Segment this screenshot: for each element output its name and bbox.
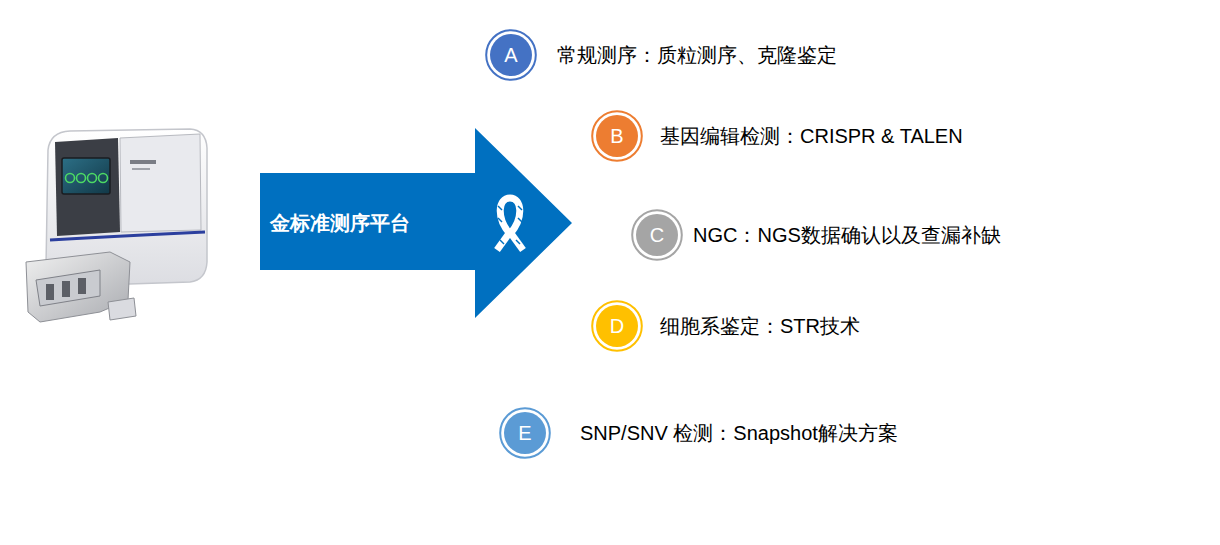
badge-circle: D	[591, 300, 643, 352]
category-badge: C NGC：NGS数据确认以及查漏补缺	[631, 209, 1007, 261]
logo-mark	[130, 160, 156, 164]
tray-part	[78, 278, 86, 294]
badge-letter: C	[650, 224, 664, 247]
badge-ring	[592, 301, 642, 351]
touch-screen	[62, 158, 110, 194]
ribbon-loop	[500, 198, 520, 234]
screen-icon	[99, 174, 108, 183]
dna-rung	[498, 206, 502, 210]
category-badge: B 基因编辑检测：CRISPR & TALEN	[591, 110, 969, 162]
category-badge: E SNP/SNV 检测：Snapshot解决方案	[499, 407, 904, 459]
screen-icon	[88, 174, 97, 183]
category-description: 常规测序：质粒测序、克隆鉴定	[557, 42, 837, 69]
badge-circle: C	[631, 209, 683, 261]
screen-icon	[77, 174, 86, 183]
arrow-fill	[260, 128, 572, 318]
category-description: NGC：NGS数据确认以及查漏补缺	[693, 222, 1001, 249]
badge-letter: E	[518, 422, 531, 445]
badge-ring	[632, 210, 682, 260]
badge-fill	[596, 305, 638, 347]
category-badge: D 细胞系鉴定：STR技术	[591, 300, 866, 352]
dna-rung	[518, 206, 522, 210]
dna-rung	[518, 218, 522, 222]
badge-fill	[504, 412, 546, 454]
badge-fill	[490, 34, 532, 76]
logo-mark	[132, 168, 150, 170]
tray-part	[46, 284, 54, 300]
badge-ring	[486, 30, 536, 80]
badge-fill	[636, 214, 678, 256]
badge-letter: B	[610, 125, 623, 148]
category-description: 基因编辑检测：CRISPR & TALEN	[660, 123, 963, 150]
badge-circle: B	[591, 110, 643, 162]
ribbon-tail	[510, 232, 523, 250]
tray-slot	[36, 270, 100, 306]
category-description: 细胞系鉴定：STR技术	[660, 313, 860, 340]
category-description: SNP/SNV 检测：Snapshot解决方案	[580, 420, 898, 447]
dna-ribbon-icon	[497, 198, 523, 250]
plate-holder	[108, 298, 136, 320]
badge-circle: A	[485, 29, 537, 81]
instrument-door	[120, 134, 201, 232]
badge-fill	[596, 115, 638, 157]
accent-stripe	[50, 232, 205, 240]
badge-circle: E	[499, 407, 551, 459]
dna-rung	[516, 240, 520, 244]
front-panel	[55, 138, 120, 236]
badge-letter: A	[504, 44, 517, 67]
screen-icon	[66, 174, 75, 183]
tray-part	[62, 281, 70, 297]
platform-arrow: 金标准测序平台	[260, 128, 572, 318]
category-badge: A 常规测序：质粒测序、克隆鉴定	[485, 29, 843, 81]
platform-label: 金标准测序平台	[270, 210, 410, 237]
badge-ring	[592, 111, 642, 161]
dna-rung	[500, 240, 504, 244]
dna-rung	[498, 218, 502, 222]
badge-letter: D	[610, 315, 624, 338]
badge-ring	[500, 408, 550, 458]
